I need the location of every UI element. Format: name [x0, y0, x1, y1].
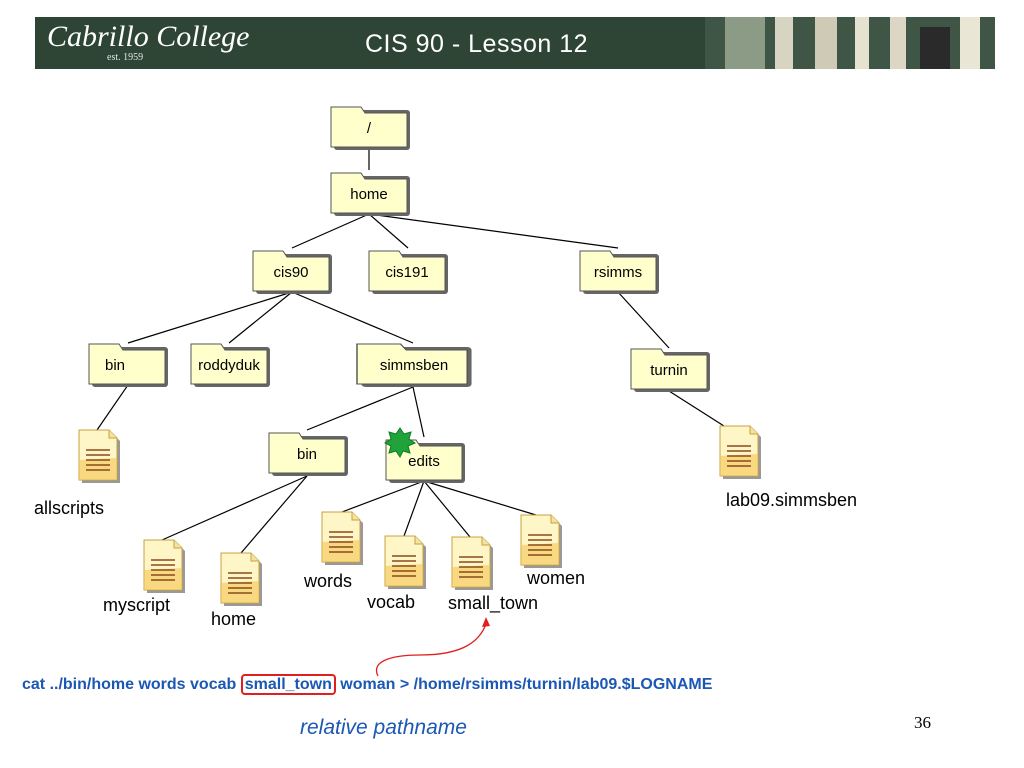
- folder-cis191-label: cis191: [385, 264, 428, 281]
- file-vocab-icon: [384, 535, 427, 590]
- file-myscript-label: myscript: [103, 595, 170, 615]
- file-small-town-icon: [451, 536, 494, 591]
- college-logo: Cabrillo College: [47, 20, 250, 53]
- file-allscripts-label: allscripts: [34, 498, 105, 518]
- command-before: cat ../bin/home words vocab: [22, 676, 241, 693]
- command-highlight: small_town: [240, 674, 336, 695]
- folder-bin: bin: [88, 343, 169, 388]
- folder-bin-simmsben-label: bin: [297, 446, 317, 463]
- command-line: cat ../bin/home words vocab small_town w…: [22, 674, 713, 695]
- folder-home: home: [330, 172, 411, 217]
- tree-edges: [96, 149, 725, 554]
- folder-rsimms-label: rsimms: [594, 264, 642, 281]
- folder-home-label: home: [350, 186, 388, 203]
- file-allscripts-icon: [78, 429, 121, 484]
- file-small-town-label: small_town: [448, 593, 539, 613]
- current-directory-marker: [384, 427, 417, 458]
- folder-simmsben: simmsben: [356, 343, 473, 388]
- logo-est: est. 1959: [107, 52, 144, 63]
- folder-cis191: cis191: [368, 250, 449, 295]
- highlight-arrow: [375, 623, 487, 677]
- file-home-icon: [220, 552, 263, 607]
- slide-header: Cabrillo College est. 1959 CIS 90 - Less…: [35, 17, 995, 69]
- folder-edits-label: edits: [408, 453, 440, 470]
- folder-roddyduk: roddyduk: [190, 343, 271, 388]
- file-lab09-label: lab09.simmsben: [726, 490, 858, 510]
- file-vocab-label: vocab: [367, 592, 416, 612]
- folder-roddyduk-label: roddyduk: [198, 357, 260, 374]
- file-words-icon: [321, 511, 364, 566]
- folder-cis90: cis90: [252, 250, 333, 295]
- file-women-label: women: [527, 568, 586, 588]
- file-words-label: words: [304, 571, 353, 591]
- page-number: 36: [914, 713, 931, 732]
- header-photo: [705, 17, 995, 69]
- slide-title: CIS 90 - Lesson 12: [365, 30, 589, 58]
- folder-turnin: turnin: [630, 348, 711, 393]
- folder-bin-simmsben: bin: [268, 432, 349, 477]
- folder-bin-label: bin: [105, 357, 125, 374]
- folder-turnin-label: turnin: [650, 362, 688, 379]
- file-home-label: home: [211, 609, 257, 629]
- folder-cis90-label: cis90: [273, 264, 308, 281]
- file-myscript-icon: [143, 539, 186, 594]
- folder-simmsben-label: simmsben: [380, 357, 448, 374]
- file-lab09-icon: [719, 425, 762, 480]
- folder-rsimms: rsimms: [579, 250, 660, 295]
- arrow-head: [482, 617, 490, 627]
- caption: relative pathname: [300, 716, 467, 739]
- file-women-icon: [520, 514, 563, 569]
- command-after: woman > /home/rsimms/turnin/lab09.$LOGNA…: [335, 676, 713, 693]
- folder-root-label: /: [367, 120, 372, 137]
- folder-edits: edits: [385, 439, 466, 484]
- folder-root: /: [330, 106, 411, 151]
